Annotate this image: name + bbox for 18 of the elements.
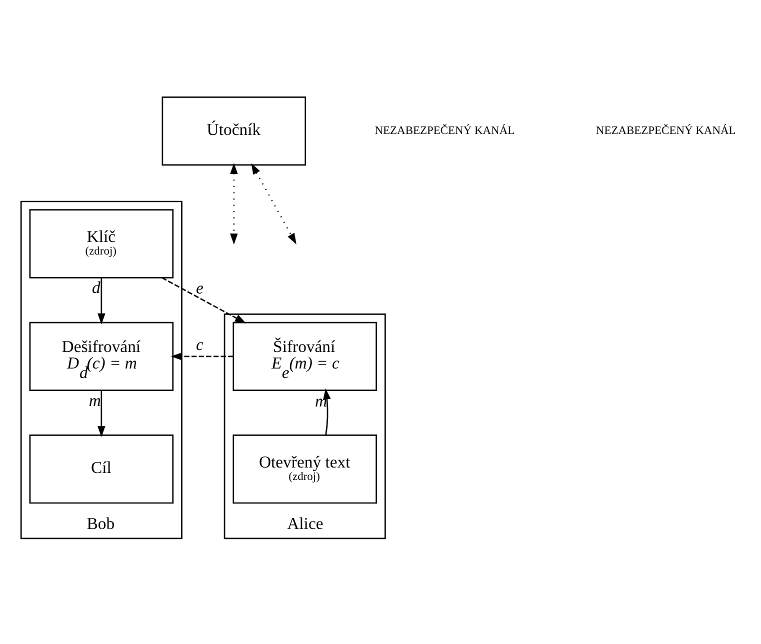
arrow [170, 352, 234, 360]
node-box: Klíč (zdroj) [29, 209, 174, 278]
arrow [323, 388, 331, 436]
label: NEZABEZPEČENÝ KANÁL [374, 125, 515, 137]
edge-label: d [92, 278, 100, 298]
node-box: Útočník [162, 96, 306, 166]
node-box: Otevřený text (zdroj) [232, 434, 377, 504]
edge-label: c [196, 334, 204, 354]
edge-label: m [315, 392, 328, 411]
label: NEZABEZPEČENÝ KANÁL [596, 125, 736, 137]
arrow [98, 390, 106, 438]
arrow [162, 277, 246, 324]
node-box: Cíl [29, 434, 174, 504]
edge-label: e [196, 278, 204, 298]
arrow [230, 162, 238, 245]
arrow [98, 278, 106, 324]
edge-label: m [88, 390, 101, 410]
arrow [251, 163, 296, 244]
